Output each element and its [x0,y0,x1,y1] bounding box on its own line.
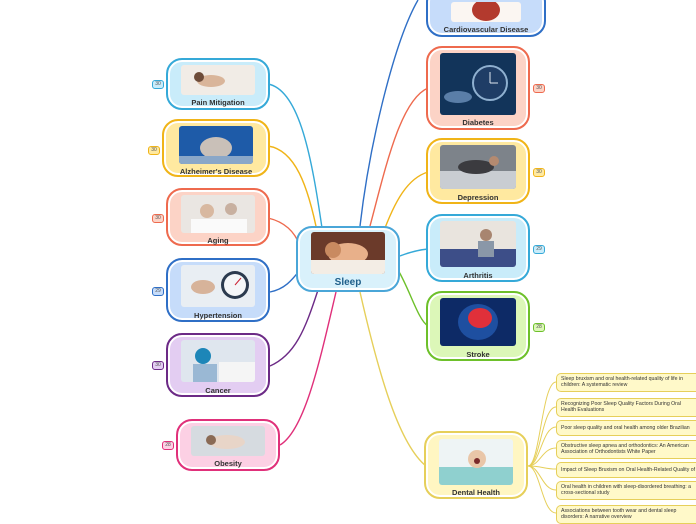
connector-depression [381,171,429,237]
badge-alzheimers: 30 [148,146,160,155]
aging-label: Aging [207,236,229,245]
dental-label: Dental Health [452,488,500,497]
cancer-label: Cancer [205,386,231,395]
connector-pain [267,83,323,229]
cancer-photo [181,340,255,382]
dental-ref-item[interactable]: Sleep bruxism and oral health-related qu… [556,373,696,392]
dental-ref-item[interactable]: Obstructive sleep apnea and orthodontics… [556,440,696,459]
connector-obesity [279,291,337,446]
aging-photo [181,195,255,233]
sleep-photo [311,232,385,274]
connector-diabetes [369,87,429,227]
node-depression[interactable]: Depression [426,138,530,204]
node-obesity[interactable]: Obesity [176,419,280,471]
cardio-label: Cardiovascular Disease [443,25,529,34]
stroke-photo [440,298,516,346]
central-node-sleep[interactable]: Sleep [296,226,400,292]
node-diabetes[interactable]: Diabetes [426,46,530,130]
obesity-label: Obesity [214,459,242,468]
node-dental-health[interactable]: Dental Health [424,431,528,499]
badge-depression: 30 [533,168,545,177]
badge-arthritis: 29 [533,245,545,254]
alzheimers-label: Alzheimer's Disease [179,167,253,176]
hypertension-label: Hypertension [194,311,242,320]
node-pain-mitigation[interactable]: Pain Mitigation [166,58,270,110]
alzheimers-photo [179,126,253,164]
diabetes-label: Diabetes [462,118,494,127]
stroke-label: Stroke [466,350,490,359]
dental-ref-item[interactable]: Impact of Sleep Bruxism on Oral Health-R… [556,462,696,478]
diabetes-photo [440,53,516,115]
node-arthritis[interactable]: Arthritis [426,214,530,282]
connector-stroke [397,269,429,327]
dental-ref-connectors [527,381,557,514]
node-alzheimers[interactable]: Alzheimer's Disease [162,119,270,177]
badge-pain: 30 [152,80,164,89]
dental-ref-item[interactable]: Poor sleep quality and oral health among… [556,420,696,436]
connector-cardio [359,0,419,227]
badge-aging: 30 [152,214,164,223]
node-aging[interactable]: Aging [166,188,270,246]
node-cardiovascular[interactable]: Cardiovascular Disease [426,0,546,37]
dental-ref-item[interactable]: Associations between tooth wear and dent… [556,505,696,524]
hypertension-photo [181,265,255,307]
node-stroke[interactable]: Stroke [426,291,530,361]
pain-photo [181,65,255,95]
depression-label: Depression [457,193,499,202]
badge-diabetes: 30 [533,84,545,93]
obesity-photo [191,426,265,456]
node-cancer[interactable]: Cancer [166,333,270,397]
depression-photo [440,145,516,189]
arthritis-photo [440,221,516,267]
node-hypertension[interactable]: Hypertension [166,258,270,322]
cardio-photo [451,2,521,22]
connector-arthritis [399,248,429,257]
connector-alzheimers [267,145,319,237]
badge-obesity: 28 [162,441,174,450]
dental-photo [439,439,513,485]
badge-stroke: 28 [533,323,545,332]
connector-dental [359,291,427,467]
dental-ref-item[interactable]: Recognizing Poor Sleep Quality Factors D… [556,398,696,417]
arthritis-label: Arthritis [463,271,493,280]
dental-ref-item[interactable]: Oral health in children with sleep-disor… [556,481,696,500]
pain-label: Pain Mitigation [191,98,245,107]
badge-hypertension: 29 [152,287,164,296]
central-label: Sleep [334,277,362,288]
badge-cancer: 30 [152,361,164,370]
connector-cancer [269,289,319,367]
